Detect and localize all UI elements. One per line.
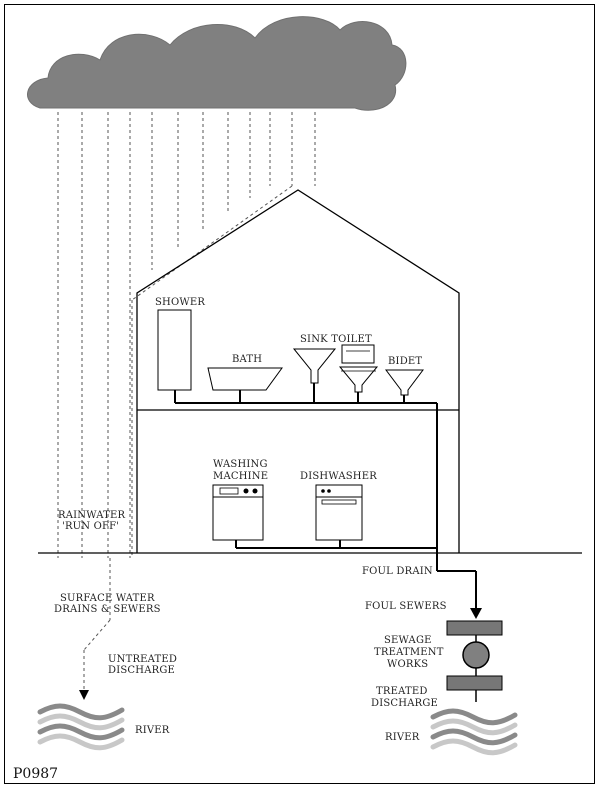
rain-cloud <box>27 16 407 111</box>
figure-code: P0987 <box>13 766 58 782</box>
label-sewage-1: SEWAGE <box>384 635 432 646</box>
bath-appliance <box>207 367 283 391</box>
upper-waste-pipe <box>174 383 438 571</box>
house-outline <box>136 189 460 553</box>
treatment-tank <box>462 641 490 669</box>
treatment-plate-bottom <box>446 675 503 691</box>
label-sewage-2: TREATMENT <box>374 647 444 658</box>
label-foul-sewers: FOUL SEWERS <box>365 601 447 612</box>
diagram-frame <box>4 4 595 784</box>
label-rainwater-1: RAINWATER <box>58 510 125 521</box>
sink-appliance <box>292 348 337 384</box>
river-right-waves <box>430 708 518 756</box>
label-sewage-3: WORKS <box>387 659 428 670</box>
label-surface-water-2: DRAINS & SEWERS <box>54 604 161 615</box>
label-river-right: RIVER <box>385 732 420 743</box>
label-washing-machine-2: MACHINE <box>213 471 268 482</box>
label-shower: SHOWER <box>155 297 205 308</box>
treatment-plate-top <box>446 620 503 636</box>
foul-sewer-arrowhead <box>470 608 482 619</box>
label-treated-1: TREATED <box>376 686 428 697</box>
shower-appliance <box>157 309 192 391</box>
surface-water-arrowhead <box>79 690 89 700</box>
label-foul-drain: FOUL DRAIN <box>362 566 433 577</box>
label-untreated-2: DISCHARGE <box>108 665 175 676</box>
label-untreated-1: UNTREATED <box>108 654 177 665</box>
toilet-cistern <box>341 344 375 364</box>
dishwasher-appliance <box>315 484 363 541</box>
label-washing-machine-1: WASHING <box>213 459 268 470</box>
rain-lines <box>57 112 316 690</box>
lower-waste-pipe <box>235 540 477 612</box>
label-treated-2: DISCHARGE <box>371 698 438 709</box>
bidet-appliance <box>385 369 424 396</box>
toilet-bowl <box>338 366 379 393</box>
label-bidet: BIDET <box>388 356 422 367</box>
label-dishwasher: DISHWASHER <box>300 471 377 482</box>
river-left-waves <box>37 703 125 751</box>
washing-machine-appliance <box>212 484 264 541</box>
label-surface-water-1: SURFACE WATER <box>60 593 155 604</box>
label-river-left: RIVER <box>135 725 170 736</box>
label-bath: BATH <box>232 354 262 365</box>
label-rainwater-2: 'RUN OFF' <box>62 521 119 532</box>
label-sink-toilet: SINK TOILET <box>300 334 372 345</box>
